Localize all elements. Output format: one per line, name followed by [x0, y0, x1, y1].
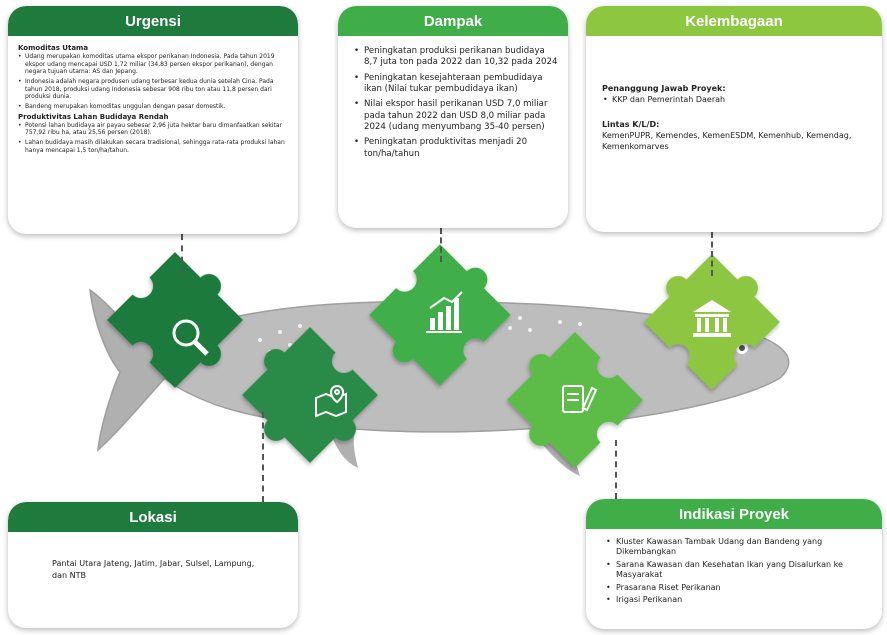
- komoditas-utama-title: Komoditas Utama: [18, 44, 89, 52]
- map-pin-icon: [315, 385, 347, 418]
- lokasi-header: Lokasi: [8, 502, 298, 532]
- list-item: Udang merupakan komoditas utama ekspor p…: [18, 53, 288, 76]
- komoditas-utama-list: Udang merupakan komoditas utama ekspor p…: [18, 53, 288, 111]
- lintas-kld-text: KemenPUPR, Kemendes, KemenESDM, Kemenhub…: [602, 131, 852, 152]
- urgensi-header: Urgensi: [8, 6, 298, 36]
- produktivitas-title: Produktivitas Lahan Budidaya Rendah: [18, 112, 169, 121]
- produktivitas-list: Potensi lahan budidaya air payau sebesar…: [18, 122, 288, 155]
- list-item: Bandeng merupakan komoditas unggulan den…: [18, 103, 288, 111]
- list-item: Irigasi Perikanan: [606, 595, 872, 606]
- puzzle-piece-lokasi: [242, 327, 378, 463]
- list-item: Peningkatan produktivitas menjadi 20 ton…: [354, 137, 558, 160]
- dampak-header: Dampak: [338, 6, 568, 36]
- magnifier-icon: [172, 319, 209, 356]
- connector-indikasi: [615, 440, 617, 499]
- kelembagaan-header: Kelembagaan: [586, 6, 882, 36]
- indikasi-header: Indikasi Proyek: [586, 499, 882, 529]
- list-item: Sarana Kawasan dan Kesehatan Ikan yang D…: [606, 560, 872, 581]
- urgensi-card: Urgensi Komoditas Utama Udang merupakan …: [8, 6, 298, 234]
- penanggung-jawab-item: KKP dan Pemerintah Daerah: [602, 95, 868, 106]
- list-item: Lahan budidaya masih dilakukan secara tr…: [18, 139, 288, 154]
- connector-urgensi: [181, 234, 183, 274]
- list-item: Peningkatan produksi perikanan budidaya …: [354, 46, 558, 69]
- lintas-kld-title: Lintas K/L/D:: [602, 119, 660, 129]
- list-item: Indonesia adalah negara produsen udang t…: [18, 78, 288, 101]
- connector-dampak: [440, 228, 442, 262]
- list-item: Kluster Kawasan Tambak Udang dan Bandeng…: [606, 537, 872, 558]
- kelembagaan-body: Penanggung Jawab Proyek: KKP dan Pemerin…: [586, 36, 882, 153]
- indikasi-list: Kluster Kawasan Tambak Udang dan Bandeng…: [600, 537, 872, 606]
- list-item: Peningkatan kesejahteraan pembudidaya ik…: [354, 73, 558, 96]
- lokasi-text: Pantai Utara Jateng, Jatim, Jabar, Sulse…: [52, 559, 255, 580]
- puzzle-piece-urgensi: [107, 252, 243, 388]
- kelembagaan-card: Kelembagaan Penanggung Jawab Proyek: KKP…: [586, 6, 882, 232]
- list-item: Nilai ekspor hasil perikanan USD 7,0 mil…: [354, 99, 558, 133]
- connector-lokasi: [262, 412, 264, 502]
- urgensi-body: Komoditas Utama Udang merupakan komodita…: [8, 36, 298, 162]
- indikasi-body: Kluster Kawasan Tambak Udang dan Bandeng…: [586, 529, 882, 613]
- bar-chart-growth-icon: [426, 291, 463, 333]
- dampak-card: Dampak Peningkatan produksi perikanan bu…: [338, 6, 568, 228]
- indikasi-card: Indikasi Proyek Kluster Kawasan Tambak U…: [586, 499, 882, 629]
- dampak-body: Peningkatan produksi perikanan budidaya …: [338, 36, 568, 170]
- lokasi-card: Lokasi Pantai Utara Jateng, Jatim, Jabar…: [8, 502, 298, 628]
- penanggung-jawab-title: Penanggung Jawab Proyek:: [602, 84, 726, 93]
- list-item: Prasarana Riset Perikanan: [606, 583, 872, 594]
- institution-building-icon: [693, 300, 731, 337]
- document-pen-icon: [562, 385, 598, 413]
- list-item: Potensi lahan budidaya air payau sebesar…: [18, 122, 288, 137]
- dampak-list: Peningkatan produksi perikanan budidaya …: [348, 46, 558, 160]
- connector-kelembagaan: [711, 232, 713, 276]
